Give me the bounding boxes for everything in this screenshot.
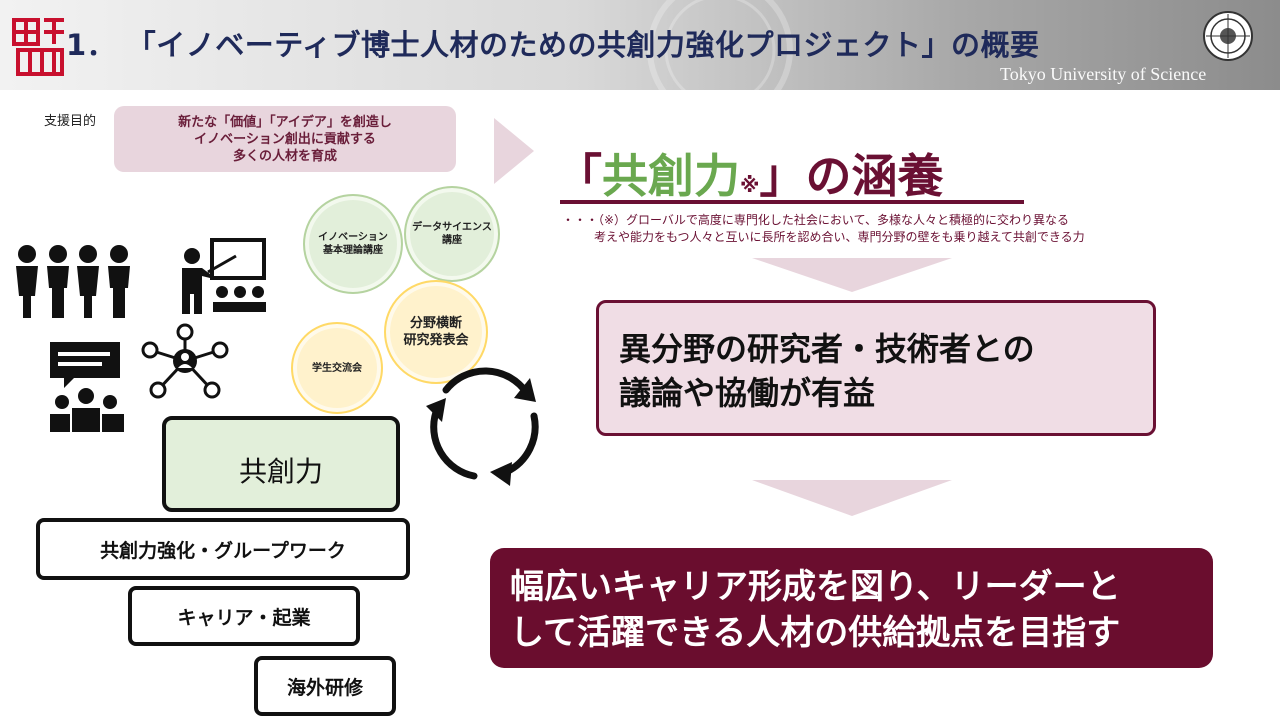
student-exchange-circle: 学生交流会 — [291, 322, 383, 414]
data-science-circle: データサイエンス講座 — [404, 186, 500, 282]
people-group-icon — [16, 245, 130, 318]
support-line-3: 多くの人材を育成 — [232, 149, 337, 164]
goal-line-2: して活躍できる人材の供給拠点を目指す — [510, 613, 1121, 653]
support-purpose-box: 新たな「価値」「アイデア」を創造し イノベーション創出に貢献する 多くの人材を育… — [114, 106, 456, 172]
heading-mark: ※ — [740, 173, 760, 197]
benefit-box: 異分野の研究者・技術者との 議論や協働が有益 — [596, 300, 1156, 436]
student-line-1: 学生交流会 — [312, 362, 362, 374]
group-work-step: 共創力強化・グループワーク — [36, 518, 410, 580]
cross-field-line-1: 分野横断 — [409, 316, 462, 331]
goal-text: 幅広いキャリア形成を図り、リーダーと して活躍できる人材の供給拠点を目指す — [510, 564, 1121, 656]
discussion-icon — [50, 342, 124, 432]
overseas-step: 海外研修 — [254, 656, 396, 716]
chevron-right-icon — [494, 118, 534, 184]
heading-highlight: 共創力 — [602, 149, 740, 203]
main-heading: 「共創力※」の涵養 — [556, 140, 943, 206]
benefit-line-1: 異分野の研究者・技術者との — [619, 330, 1035, 368]
note-line-2: 考えや能力をもつ人々と互いに長所を認め合い、専門分野の壁をも乗り越えて共創できる… — [594, 230, 1085, 244]
cross-field-circle: 分野横断研究発表会 — [384, 280, 488, 384]
data-science-line-1: データサイエンス — [412, 222, 492, 233]
innovation-line-2: 基本理論講座 — [323, 245, 383, 256]
down-arrow-icon — [752, 480, 952, 516]
benefit-line-2: 議論や協働が有益 — [619, 374, 876, 412]
university-kanji-logo — [10, 14, 70, 78]
heading-underline — [560, 200, 1024, 204]
support-purpose-label: 支援目的 — [44, 114, 97, 129]
goal-line-1: 幅広いキャリア形成を図り、リーダーと — [510, 567, 1121, 607]
support-purpose-text: 新たな「価値」「アイデア」を創造し イノベーション創出に貢献する 多くの人材を育… — [114, 114, 456, 165]
network-icon — [141, 323, 229, 399]
university-seal-icon — [1203, 11, 1253, 61]
definition-note: ・・・（※）グローバルで高度に専門化した社会において、多様な人々と積極的に交わり… — [562, 212, 1085, 246]
kyoso-label: 共創力 — [238, 455, 323, 488]
support-line-2: イノベーション創出に貢献する — [194, 132, 376, 147]
header-band: 1． 「イノベーティブ博士人材のための共創力強化プロジェクト」の概要 Tokyo… — [0, 0, 1280, 90]
heading-close: 」の涵養 — [759, 149, 944, 203]
down-arrow-icon — [752, 258, 952, 292]
data-science-line-2: 講座 — [441, 235, 462, 246]
career-step: キャリア・起業 — [128, 586, 360, 646]
innovation-lecture-circle: イノベーション基本理論講座 — [303, 194, 403, 294]
cross-field-line-2: 研究発表会 — [403, 333, 469, 348]
note-line-1: ・・・（※）グローバルで高度に専門化した社会において、多様な人々と積極的に交わり… — [562, 213, 1069, 227]
cycle-arrows-icon — [426, 367, 539, 486]
kyoso-box: 共創力 — [162, 416, 400, 512]
seal-watermark-icon — [647, 0, 793, 90]
benefit-text: 異分野の研究者・技術者との 議論や協働が有益 — [619, 327, 1035, 415]
university-name: Tokyo University of Science — [1000, 64, 1207, 84]
page-title: 1． 「イノベーティブ博士人材のための共創力強化プロジェクト」の概要 — [66, 28, 1040, 62]
support-line-1: 新たな「価値」「アイデア」を創造し — [178, 115, 392, 130]
innovation-line-1: イノベーション — [318, 232, 388, 243]
goal-box: 幅広いキャリア形成を図り、リーダーと して活躍できる人材の供給拠点を目指す — [490, 548, 1213, 668]
lecture-icon — [182, 238, 266, 314]
heading-open: 「 — [556, 149, 602, 203]
